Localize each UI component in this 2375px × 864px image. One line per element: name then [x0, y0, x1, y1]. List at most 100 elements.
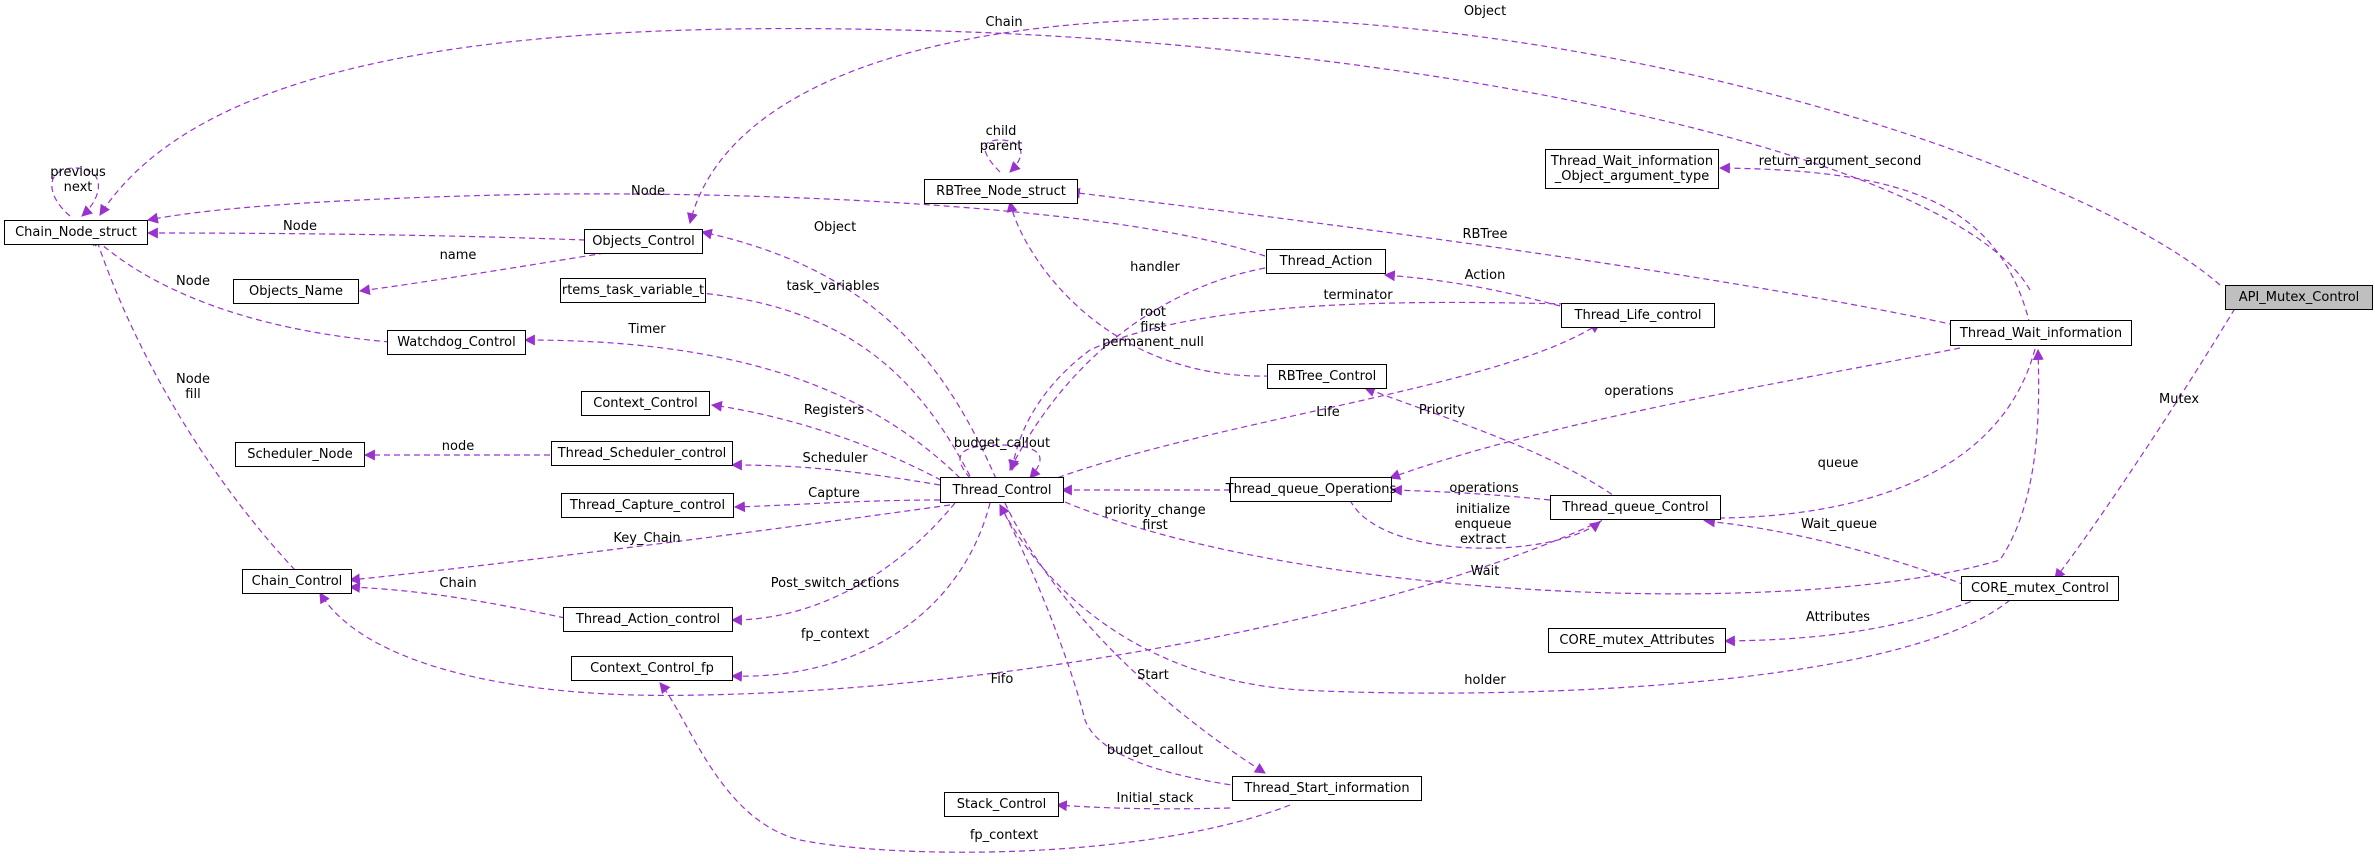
edge-label-attributes: Attributes [1805, 610, 1871, 625]
edge-label-wait: Wait [1470, 564, 1500, 579]
edge-node-fill [92, 233, 296, 571]
edge-chain [99, 27, 2031, 291]
edge-object-top [687, 17, 2221, 286]
edge-label-fifo: Fifo [990, 672, 1014, 687]
node-thread-wait-information-object-argument-type[interactable]: Thread_Wait_information_Object_argument_… [1545, 149, 1719, 189]
edge-priority [1363, 386, 1621, 501]
edge-label-node-sched: node [441, 439, 475, 454]
edge-handler [1009, 267, 1266, 471]
edge-label-budget-callout-start: budget_callout [1106, 743, 1204, 758]
node-api-mutex-control[interactable]: API_Mutex_Control [2225, 285, 2373, 310]
node-thread-queue-control[interactable]: Thread_queue_Control [1550, 495, 1721, 520]
node-thread-scheduler-control[interactable]: Thread_Scheduler_control [551, 441, 733, 466]
edge-label-fp-context-1: fp_context [800, 627, 870, 642]
node-rtems-task-variable-t[interactable]: rtems_task_variable_t [560, 278, 706, 303]
node-thread-life-control[interactable]: Thread_Life_control [1561, 303, 1715, 328]
edge-label-capture: Capture [808, 486, 860, 501]
node-rbtree-node-struct[interactable]: RBTree_Node_struct [924, 179, 1078, 204]
edge-label-timer: Timer [628, 322, 666, 337]
edge-initial-stack [1055, 800, 1231, 812]
node-thread-queue-operations[interactable]: Thread_queue_Operations [1226, 477, 1396, 502]
edge-return-argument-second [1718, 162, 2031, 326]
node-watchdog-control[interactable]: Watchdog_Control [387, 330, 526, 355]
edge-scheduler [730, 459, 941, 486]
node-scheduler-node[interactable]: Scheduler_Node [235, 442, 365, 467]
edge-label-holder: holder [1464, 673, 1506, 688]
edge-label-priority: Priority [1418, 403, 1466, 418]
edge-capture [733, 499, 941, 513]
edge-key-chain [348, 504, 951, 585]
edge-budget-callout-start [999, 504, 1271, 791]
node-thread-action-control[interactable]: Thread_Action_control [563, 607, 733, 632]
edge-wait-queue [1703, 516, 1966, 586]
node-core-mutex-attributes[interactable]: CORE_mutex_Attributes [1548, 628, 1726, 653]
node-stack-control[interactable]: Stack_Control [944, 792, 1059, 817]
node-thread-capture-control[interactable]: Thread_Capture_control [561, 493, 734, 518]
edge-label-budget-callout-self: budget_callout [953, 436, 1051, 451]
edge-node-watchdog [91, 235, 391, 343]
edge-terminator [1008, 301, 1566, 472]
node-thread-start-information[interactable]: Thread_Start_information [1232, 776, 1422, 801]
node-context-control[interactable]: Context_Control [581, 391, 710, 416]
edge-mutex [2054, 299, 2241, 580]
node-thread-control[interactable]: Thread_Control [940, 477, 1064, 503]
edge-node-action [146, 193, 1266, 257]
edge-init-enqueue [1349, 499, 1601, 549]
edge-operations-top [1388, 347, 1961, 480]
edge-budget-callout-self [959, 444, 1041, 479]
edge-label-task-variables: task_variables [786, 279, 880, 294]
node-rbtree-control[interactable]: RBTree_Control [1267, 364, 1387, 389]
edge-timer [523, 334, 961, 479]
edge-task-variables [688, 287, 971, 477]
edge-label-node-watchdog: Node [176, 274, 210, 289]
edge-label-fp-context-2: fp_context [969, 828, 1039, 843]
edge-previous-next [51, 167, 99, 217]
edge-label-handler: handler [1130, 260, 1180, 275]
node-context-control-fp[interactable]: Context_Control_fp [571, 656, 733, 681]
edge-label-start: Start [1137, 668, 1169, 683]
node-thread-wait-information[interactable]: Thread_Wait_information [1950, 320, 2132, 346]
edge-root-first [1006, 200, 1271, 377]
node-objects-control[interactable]: Objects_Control [584, 229, 703, 254]
edge-name [358, 252, 606, 296]
edge-wait [1064, 348, 2044, 595]
edge-holder [999, 504, 2011, 694]
edge-label-mutex: Mutex [2158, 392, 2200, 407]
edge-label-registers: Registers [803, 403, 865, 418]
edge-chain-action [348, 581, 566, 619]
node-chain-node-struct[interactable]: Chain_Node_struct [4, 220, 148, 245]
edge-fp-context-1 [730, 502, 991, 682]
edge-label-key-chain: Key_Chain [613, 531, 681, 546]
edge-operations-q [1390, 484, 1551, 501]
edge-post-switch [730, 502, 956, 626]
edge-registers [710, 400, 951, 486]
edge-label-scheduler: Scheduler [802, 451, 868, 466]
edge-label-node-objects: Node [283, 219, 317, 234]
edge-life [1029, 322, 1601, 489]
edge-label-life: Life [1316, 405, 1340, 420]
edge-label-chain: Chain [985, 15, 1023, 30]
node-thread-action[interactable]: Thread_Action [1266, 249, 1386, 274]
edge-label-object-top: Object [1463, 4, 1507, 19]
edge-label-return-argument-second: return_argument_second [1758, 154, 1922, 169]
edge-label-name: name [439, 248, 477, 263]
node-objects-name[interactable]: Objects_Name [233, 279, 359, 304]
edge-attributes [1723, 597, 1981, 647]
edge-label-post-switch-actions: Post_switch_actions [770, 576, 900, 591]
edge-start [1004, 502, 1266, 774]
node-core-mutex-control[interactable]: CORE_mutex_Control [1961, 576, 2119, 601]
edge-label-terminator: terminator [1323, 288, 1393, 303]
node-chain-control[interactable]: Chain_Control [242, 569, 352, 594]
edge-queue [1698, 348, 2036, 524]
edge-label-action: Action [1464, 268, 1506, 283]
edge-label-operations-q: operations [1449, 481, 1519, 496]
edge-label-chain-action: Chain [439, 576, 477, 591]
edge-fp-context-2 [659, 682, 1291, 853]
